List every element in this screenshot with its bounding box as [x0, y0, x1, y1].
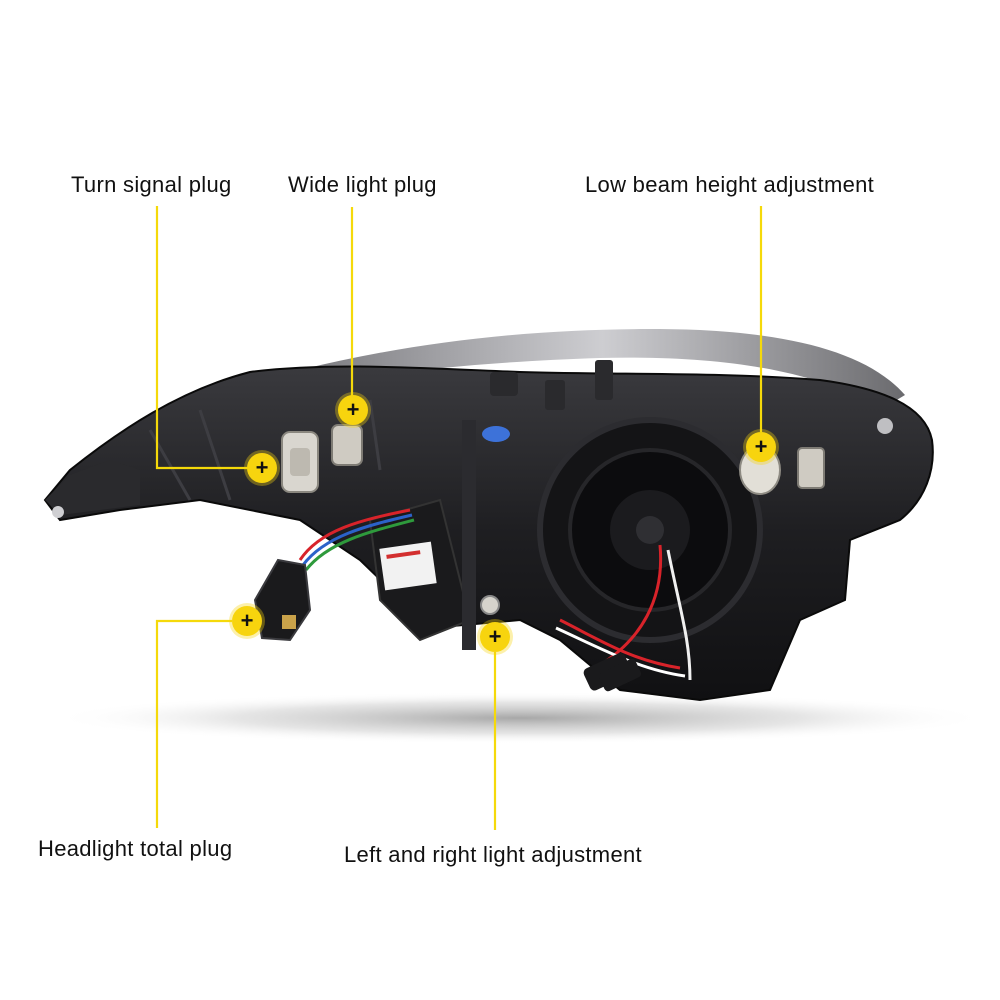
hid-connector [583, 653, 642, 692]
projector-housing [537, 417, 763, 643]
turn-signal-marker-icon: + [247, 453, 277, 483]
left-mount-bolt [52, 506, 64, 518]
blue-sticker [482, 426, 510, 442]
turn-signal-socket [281, 431, 319, 493]
headlight-total-plug-label: Headlight total plug [38, 836, 233, 861]
wide-light-plug-label: Wide light plug [288, 172, 437, 197]
main-wiring [298, 508, 415, 571]
wide-light-marker-icon: + [338, 395, 368, 425]
wide-light-socket [331, 424, 363, 466]
headlight-total-connector [253, 558, 312, 642]
floor-shadow [50, 692, 990, 744]
headlight-total-marker-icon: + [232, 606, 262, 636]
center-rail [462, 420, 476, 650]
turn-signal-plug-label: Turn signal plug [71, 172, 232, 197]
adjuster-screw [480, 595, 500, 615]
lens-top [300, 329, 905, 410]
low-beam-marker-icon: + [746, 432, 776, 462]
left-right-light-adjustment-label: Left and right light adjustment [344, 842, 642, 867]
top-connectors [490, 360, 613, 410]
right-mount-bolt [877, 418, 893, 434]
left-right-marker-icon: + [480, 622, 510, 652]
left-bracket [45, 460, 140, 515]
callout-lines [155, 206, 763, 830]
ballast-module [368, 498, 472, 642]
low-beam-height-adjustment-label: Low beam height adjustment [585, 172, 875, 197]
